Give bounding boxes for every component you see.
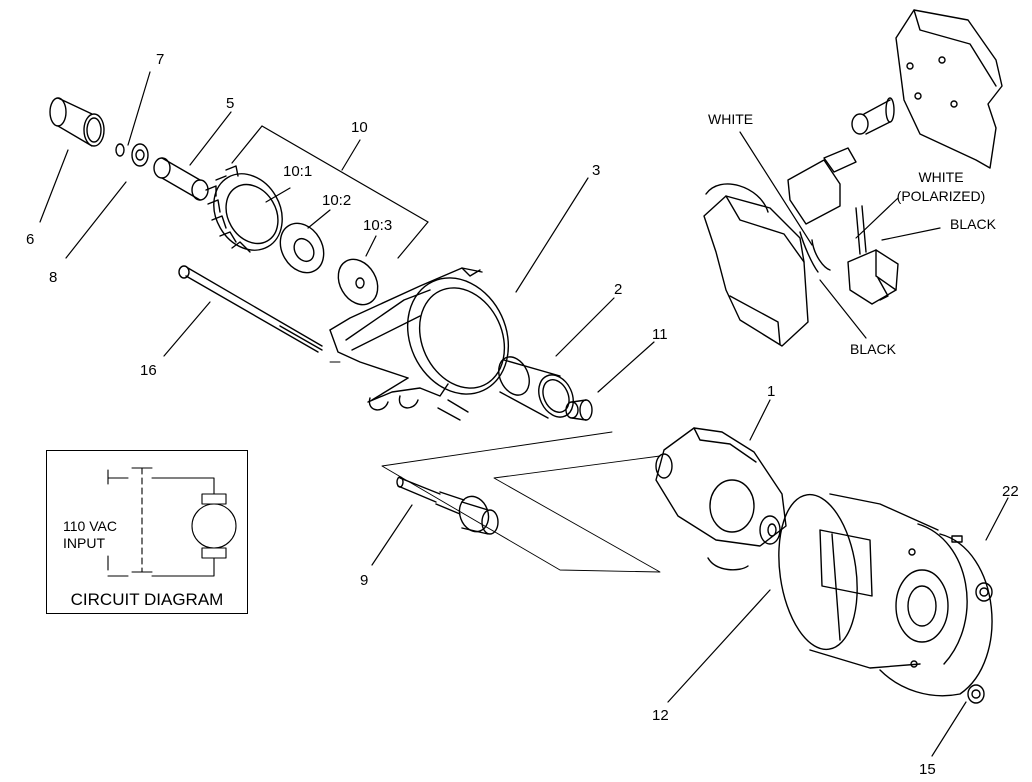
part-1-gearbox	[655, 427, 787, 571]
part-8-bearing	[131, 143, 149, 167]
switch-knob	[851, 97, 895, 135]
part-22-end-plate	[879, 533, 993, 697]
callout-10-1: 10:1	[283, 163, 313, 180]
part-10-3-washer	[337, 258, 379, 306]
callout-6: 6	[26, 231, 35, 248]
part-2-bushing	[498, 356, 574, 419]
part-10-1-gear-ring	[205, 165, 283, 253]
callout-5: 5	[226, 95, 235, 112]
circuit-input-line2: INPUT	[63, 535, 105, 551]
part-7-clip-ring	[115, 143, 125, 157]
switch-housing	[703, 183, 831, 347]
circuit-input-label: 110 VAC INPUT	[63, 518, 117, 552]
callout-10-2: 10:2	[322, 192, 352, 209]
wire-label-white-polarized-line1: WHITE	[918, 169, 964, 185]
callout-10-3: 10:3	[363, 217, 393, 234]
callout-11: 11	[652, 326, 668, 343]
wire-label-black-right: BLACK	[950, 216, 996, 232]
callout-8: 8	[49, 269, 58, 286]
callout-9: 9	[360, 572, 369, 589]
circuit-input-line1: 110 VAC	[63, 518, 117, 534]
wire-label-white-polarized-line2: (POLARIZED)	[896, 188, 986, 204]
polarized-plug	[847, 205, 899, 305]
circuit-diagram-title: CIRCUIT DIAGRAM	[70, 590, 224, 609]
part-12-motor	[778, 493, 968, 669]
switch-actuator	[787, 147, 857, 225]
callout-1: 1	[767, 383, 776, 400]
callout-7: 7	[156, 51, 165, 68]
callout-12: 12	[652, 707, 669, 724]
callout-10: 10	[351, 119, 368, 136]
wire-label-white-polarized: WHITE (POLARIZED)	[887, 168, 995, 206]
wire-label-white: WHITE	[708, 111, 754, 127]
callout-2: 2	[614, 281, 623, 298]
circuit-diagram-box: 110 VAC INPUT CIRCUIT DIAGRAM	[46, 450, 248, 614]
assembly-guide-lines	[329, 361, 661, 573]
part-15-nuts	[967, 582, 993, 704]
part-6-end-cap	[49, 97, 105, 147]
part-5-sleeve	[153, 157, 209, 201]
part-9-pinion-shaft	[396, 476, 499, 535]
wire-label-black-bottom: BLACK	[850, 341, 896, 357]
part-16-tie-rod	[178, 265, 323, 353]
part-10-2-washer	[279, 222, 325, 274]
callout-15: 15	[919, 761, 936, 778]
part-11-grommet	[565, 399, 593, 421]
part-3-gear-housing	[329, 267, 510, 421]
callout-16: 16	[140, 362, 157, 379]
switch-cover	[895, 9, 1003, 169]
callout-22: 22	[1002, 483, 1019, 500]
callout-3: 3	[592, 162, 601, 179]
circuit-schematic	[107, 467, 237, 577]
leader-lines	[39, 71, 1009, 757]
